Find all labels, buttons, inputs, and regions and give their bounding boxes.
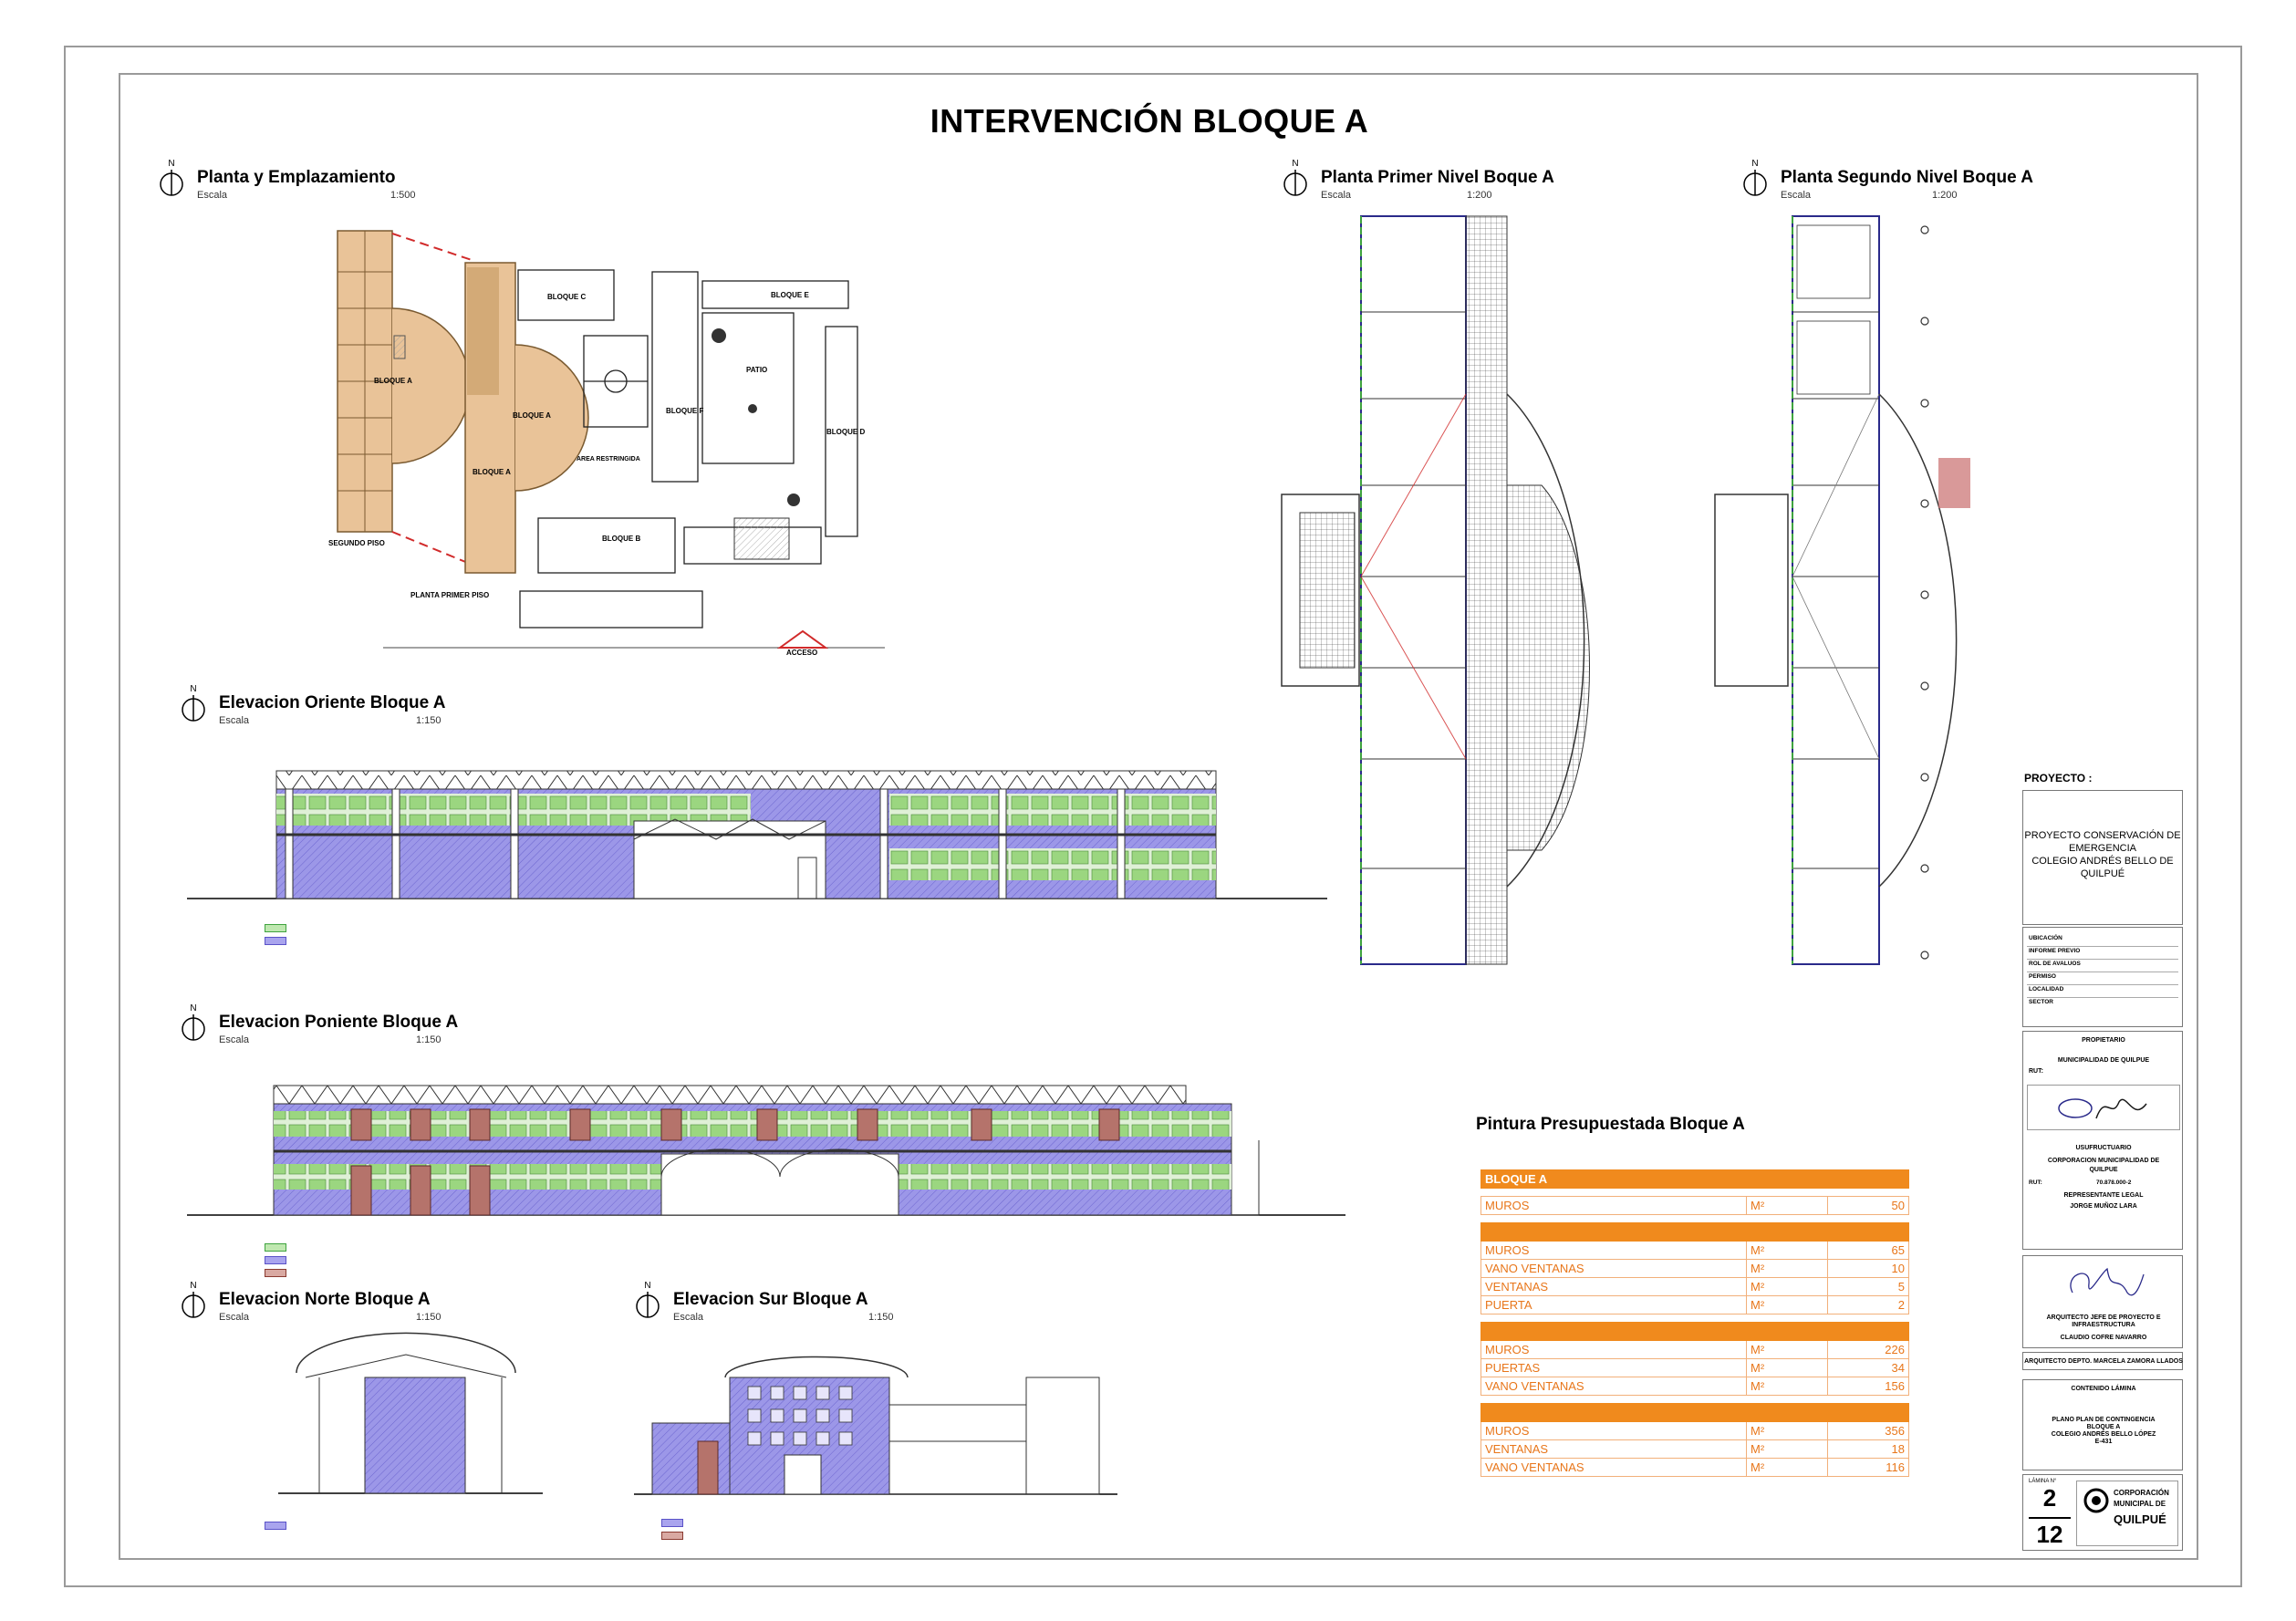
- site-label: BLOQUE D: [826, 428, 865, 436]
- north-elevation-legend: [265, 1519, 296, 1532]
- view-scale-label: Escala: [1321, 190, 1352, 201]
- budget-title: Pintura Presupuestada Bloque A: [1476, 1115, 1745, 1134]
- site-label: ACCESO: [786, 649, 817, 657]
- svg-text:N: N: [190, 1003, 196, 1013]
- site-label: SEGUNDO PISO: [328, 539, 385, 547]
- owner-box: PROPIETARIO MUNICIPALIDAD DE QUILPUE RUT…: [2022, 1031, 2183, 1250]
- view-scale: 1:200: [1932, 190, 1958, 201]
- budget-table-header: BLOQUE A: [1480, 1169, 1909, 1189]
- sheet-number-box: LÁMINA N° 2 12 CORPORACIÓN MUNICIPAL DE …: [2022, 1474, 2183, 1551]
- west-elevation-legend: [265, 1241, 296, 1279]
- site-label: BLOQUE B: [602, 535, 640, 543]
- view-title: Planta Primer Nivel Boque A: [1321, 168, 1554, 187]
- view-scale-label: Escala: [197, 190, 228, 201]
- project-box: PROYECTO CONSERVACIÓN DE EMERGENCIA COLE…: [2022, 790, 2183, 925]
- sheet-border-outer: [64, 46, 2242, 1587]
- view-title: Planta y Emplazamiento: [197, 168, 396, 187]
- west-elevation-drawing: [187, 1085, 1345, 1216]
- view-title: Elevacion Oriente Bloque A: [219, 693, 446, 712]
- svg-text:N: N: [168, 159, 174, 169]
- sheet-title: INTERVENCIÓN BLOQUE A: [930, 102, 1369, 140]
- view-scale-label: Escala: [219, 715, 250, 726]
- north-arrow-icon: N: [182, 684, 205, 722]
- first-floor-plan: [1281, 215, 1590, 965]
- view-scale: 1:150: [416, 1034, 442, 1045]
- project-info-box: UBICACIÓN INFORME PREVIO ROL DE AVALUOS …: [2022, 927, 2183, 1027]
- svg-text:N: N: [1751, 159, 1758, 169]
- architect-signature: [2027, 1262, 2180, 1307]
- site-label: BLOQUE A: [473, 468, 511, 476]
- view-scale-label: Escala: [1781, 190, 1812, 201]
- second-floor-plan: [1714, 215, 1970, 965]
- view-scale: 1:200: [1467, 190, 1492, 201]
- view-title: Planta Segundo Nivel Boque A: [1781, 168, 2033, 187]
- site-label: PLANTA PRIMER PISO: [410, 591, 489, 599]
- north-arrow-icon: N: [1743, 159, 1767, 196]
- view-title: Elevacion Norte Bloque A: [219, 1290, 431, 1309]
- corporation-logo: CORPORACIÓN MUNICIPAL DE QUILPUÉ: [2076, 1481, 2178, 1546]
- budget-band: [1480, 1403, 1909, 1422]
- north-arrow-icon: N: [182, 1281, 205, 1318]
- budget-band: [1480, 1322, 1909, 1341]
- east-elevation-drawing: [187, 770, 1327, 899]
- view-scale-label: Escala: [219, 1312, 250, 1323]
- svg-text:N: N: [644, 1281, 650, 1291]
- site-label: PATIO: [746, 366, 767, 374]
- signature-icon: [2058, 1098, 2147, 1119]
- view-scale: 1:150: [416, 715, 442, 726]
- budget-band: [1480, 1222, 1909, 1242]
- view-scale-label: Escala: [219, 1034, 250, 1045]
- project-label: PROYECTO :: [2024, 772, 2093, 785]
- site-label: BLOQUE C: [547, 293, 586, 301]
- south-elevation-drawing: [634, 1356, 1117, 1495]
- sheet-total: 12: [2036, 1521, 2063, 1548]
- site-plan-drawing: BLOQUE A SEGUNDO PISO BLOQUE A BLOQUE A …: [328, 230, 885, 657]
- sheet-border-inner: [119, 73, 2198, 1560]
- owner-seal-signature: [2027, 1085, 2180, 1130]
- south-elevation-legend: [661, 1516, 692, 1542]
- view-scale: 1:150: [416, 1312, 442, 1323]
- site-label: AREA RESTRINGIDA: [577, 456, 640, 462]
- view-scale-label: Escala: [673, 1312, 704, 1323]
- budget-header-label: BLOQUE A: [1480, 1169, 1747, 1189]
- content-box: CONTENIDO LÁMINA PLANO PLAN DE CONTINGEN…: [2022, 1379, 2183, 1470]
- project-name: PROYECTO CONSERVACIÓN DE EMERGENCIA COLE…: [2024, 830, 2181, 879]
- svg-text:N: N: [190, 1281, 196, 1291]
- architect-dept-box: ARQUITECTO DEPTO. MARCELA ZAMORA LLADOS: [2022, 1352, 2183, 1370]
- sheet-number: 2: [2042, 1484, 2057, 1512]
- north-arrow-icon: N: [182, 1003, 205, 1041]
- site-label: BLOQUE F: [666, 407, 703, 415]
- north-arrow-icon: N: [636, 1281, 660, 1318]
- site-label: BLOQUE A: [374, 377, 412, 385]
- signature-icon: [2070, 1267, 2145, 1296]
- site-label: BLOQUE E: [771, 291, 809, 299]
- architect-box: ARQUITECTO JEFE DE PROYECTO E INFRAESTRU…: [2022, 1255, 2183, 1348]
- view-title: Elevacion Poniente Bloque A: [219, 1013, 459, 1032]
- view-scale: 1:150: [868, 1312, 894, 1323]
- east-elevation-legend: [265, 921, 296, 947]
- site-label: BLOQUE A: [513, 411, 551, 420]
- svg-text:N: N: [190, 684, 196, 694]
- logo-icon: [2083, 1488, 2109, 1513]
- svg-text:N: N: [1292, 159, 1298, 169]
- view-scale: 1:500: [390, 190, 416, 201]
- north-arrow-icon: N: [160, 159, 183, 196]
- north-arrow-icon: N: [1283, 159, 1307, 196]
- view-title: Elevacion Sur Bloque A: [673, 1290, 868, 1309]
- north-elevation-drawing: [278, 1332, 543, 1494]
